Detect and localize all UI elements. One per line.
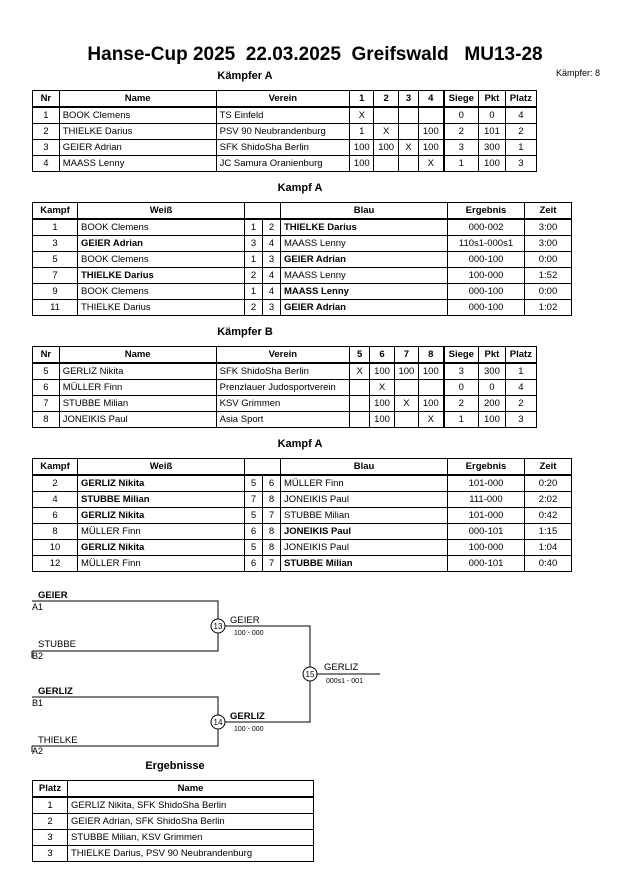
table-cell: X [418,155,445,172]
fight-time: 1:02 [524,299,572,316]
column-header: Platz [504,90,538,108]
fights-b-title: Kampf A [277,438,323,450]
sf2-top-name: GERLIZ [38,686,73,697]
table-cell: 100 [349,155,375,172]
table-cell [393,411,420,428]
fight-result: 000-100 [447,299,525,316]
blue-fighter: GEIER Adrian [280,299,448,316]
result-name: STUBBE Milian, KSV Grimmen [67,829,314,846]
result-name: GERLIZ Nikita, SFK ShidoSha Berlin [67,796,314,814]
sf1-score: 100 - 000 [234,630,264,637]
final-fight-marker [302,666,318,682]
blue-number: 3 [262,299,281,316]
table-cell: 0 [442,379,480,396]
table-cell [373,155,399,172]
sf2-fight-number: 14 [214,718,223,727]
column-header: 3 [397,90,420,108]
sf2-top-seed: B1 [32,698,43,708]
placement: 1 [32,796,68,814]
sf1-fight-number: 13 [214,622,223,631]
final-score: 000s1 - 001 [326,678,363,685]
sf1-winner: GEIER [230,615,260,626]
fights-a-title: Kampf A [277,182,323,194]
table-cell: 3 [504,155,538,172]
sf2-bottom-seed: A2 [32,746,43,756]
sf1-fight-marker [210,618,226,634]
table-cell: 1 [442,411,480,428]
final-fight-number: 15 [306,670,315,679]
table-cell: 2 [504,123,538,140]
table-cell: 100 [369,411,395,428]
table-cell: 4 [32,155,60,172]
column-header: Name [67,780,314,798]
column-header: Platz [32,780,68,798]
table-cell: X [349,106,375,124]
page-title: Hanse-Cup 2025 22.03.2025 Greifswald MU1… [87,44,543,65]
result-name: THIELKE Darius, PSV 90 Neubrandenburg [67,845,314,862]
table-cell [397,155,420,172]
table-cell: Asia Sport [215,411,351,428]
fight-time: 0:40 [524,555,572,572]
table-cell: X [393,395,420,412]
table-cell: 1 [442,155,480,172]
sf2-bottom-name: THIELKE [38,735,78,746]
fight-number: 12 [32,555,78,572]
fighter-count: Kämpfer: 8 [555,68,600,78]
sf2-fight-marker [210,714,226,730]
table-cell: MAASS Lenny [58,155,217,172]
sf2-score: 100 - 000 [234,726,264,733]
results-title: Ergebnisse [145,760,205,772]
placement: 2 [32,813,68,830]
placement: 3 [32,829,68,846]
table-cell: 2 [504,395,538,412]
sf1-top-seed: A1 [32,602,43,612]
result-name: GEIER Adrian, SFK ShidoSha Berlin [67,813,314,830]
final-winner: GERLIZ [324,662,359,673]
pool-b-title: Kämpfer B [217,326,273,338]
sf1-top-name: GEIER [38,590,68,601]
fight-time: 2:02 [524,491,572,508]
sf1-bottom-seed: B2 [32,651,43,661]
placement: 3 [32,845,68,862]
sf2-winner: GERLIZ [230,711,265,722]
table-cell: 100 [478,155,506,172]
pool-a-title: Kämpfer A [217,70,273,82]
sf1-bottom-name: STUBBE [38,639,76,650]
table-cell: 3 [504,411,538,428]
column-header: 2 [373,90,399,108]
table-cell: JC Samura Oranienburg [215,155,351,172]
